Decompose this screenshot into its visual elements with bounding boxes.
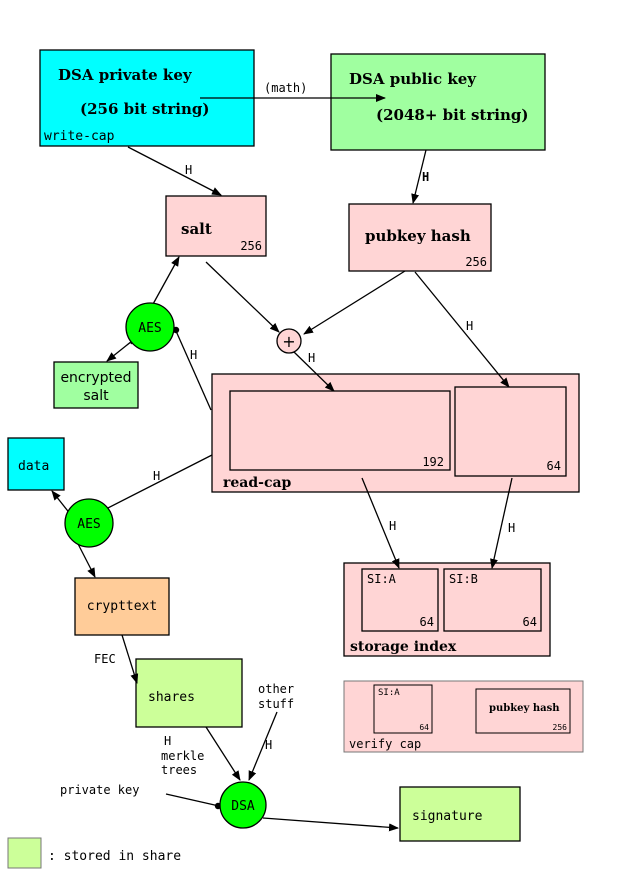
plus-node: +: [276, 328, 302, 354]
edge-private-to-salt: [127, 146, 222, 196]
h-label-plus: H: [308, 351, 315, 365]
verify-si-a-part: [373, 684, 433, 734]
edge-public-to-hash: [411, 149, 427, 204]
dsa-private-key-title: DSA private key: [58, 66, 193, 84]
edge-aes-to-encrypted-salt: [106, 340, 133, 362]
edge-hash-to-plus: [303, 270, 406, 335]
aes-top-node: AES: [125, 302, 175, 352]
aes-bottom-node: AES: [64, 498, 114, 548]
dsa-public-key-subtitle: (2048+ bit string): [376, 106, 528, 124]
h-label-public-hash: H: [422, 170, 429, 184]
edge-shares-to-dsa: [205, 726, 241, 781]
crypttext-label: crypttext: [87, 599, 157, 614]
private-key-label: private key: [60, 783, 139, 797]
edges: [51, 94, 513, 832]
read-cap-right-part: [454, 386, 567, 477]
encrypted-salt-line2: salt: [83, 388, 109, 404]
salt-bits: 256: [240, 239, 262, 253]
dsa-label: DSA: [231, 799, 255, 814]
read-cap-left-part: [229, 390, 451, 471]
aes-bottom-label: AES: [77, 517, 100, 532]
h-label-hash-readcap: H: [466, 319, 473, 333]
trees-label: trees: [161, 763, 197, 777]
verify-si-a-label: SI:A: [378, 688, 400, 698]
dsa-private-key-subtitle: (256 bit string): [80, 100, 209, 118]
dsa-public-key-title: DSA public key: [349, 70, 477, 88]
encrypted-salt-line1: encrypted: [60, 370, 131, 386]
verify-cap-label: verify cap: [349, 737, 421, 751]
signature-label: signature: [412, 809, 483, 824]
si-a-label: SI:A: [367, 572, 397, 586]
h-label-aes-top: H: [190, 348, 197, 362]
edge-readcap-to-si-b: [490, 477, 513, 569]
verify-pubkey-label: pubkey hash: [489, 703, 560, 714]
si-b-label: SI:B: [449, 572, 478, 586]
edge-privkey-to-dsa: [165, 793, 220, 807]
edge-other-to-dsa: [248, 711, 278, 781]
encrypted-salt-box: encrypted salt: [53, 361, 139, 409]
shares-box: shares: [135, 658, 243, 728]
write-cap-label: write-cap: [44, 129, 115, 144]
edge-readcap-to-si-a: [361, 477, 400, 569]
plus-label: +: [282, 332, 295, 351]
legend-text: : stored in share: [48, 849, 181, 864]
dsa-node: DSA: [219, 781, 267, 829]
edge-dsa-to-signature: [262, 817, 399, 832]
read-cap-label: read-cap: [223, 475, 292, 491]
data-box: data: [7, 437, 65, 491]
data-label: data: [18, 459, 49, 474]
si-a-part: [361, 568, 439, 632]
other-label: other: [258, 682, 294, 696]
edge-hash-to-readcap-right: [414, 271, 510, 388]
pubkey-hash-box: pubkey hash 256: [348, 203, 492, 272]
edge-plus-to-readcap-left: [293, 351, 335, 392]
read-cap-left-bits: 192: [422, 455, 444, 469]
legend-swatch: [7, 837, 42, 869]
read-cap-right-bits: 64: [547, 459, 561, 473]
pubkey-hash-title: pubkey hash: [365, 227, 471, 245]
fec-label: FEC: [94, 652, 116, 666]
stuff-label: stuff: [258, 697, 294, 711]
h-label-merkle: H: [164, 734, 171, 748]
pubkey-hash-bits: 256: [465, 255, 487, 269]
h-label-readcap-aes: H: [153, 469, 160, 483]
si-a-bits: 64: [420, 615, 434, 629]
storage-index-box: SI:A 64 SI:B 64 storage index: [343, 562, 551, 657]
verify-pubkey-part: [475, 688, 571, 734]
legend: : stored in share: [7, 837, 181, 869]
h-label-other: H: [265, 738, 272, 752]
h-label-private-salt: H: [185, 163, 192, 177]
math-label: (math): [264, 81, 307, 95]
h-label-readcap-si-b: H: [508, 521, 515, 535]
crypttext-box: crypttext: [74, 577, 170, 636]
dsa-public-key-box: DSA public key (2048+ bit string): [330, 53, 546, 151]
edge-readcap-to-aes-bottom: [101, 454, 213, 512]
storage-index-label: storage index: [350, 639, 457, 655]
aes-top-label: AES: [138, 321, 161, 336]
edge-labels: (math) H H H H H H H H FEC H merkle tree…: [60, 81, 515, 797]
verify-pubkey-bits: 256: [553, 723, 568, 732]
edge-crypttext-to-shares: [121, 634, 139, 684]
salt-title: salt: [181, 220, 212, 238]
si-b-part: [443, 568, 542, 632]
si-b-bits: 64: [523, 615, 537, 629]
edge-salt-to-plus: [205, 261, 280, 333]
merkle-label: merkle: [161, 749, 204, 763]
h-label-readcap-si-a: H: [389, 519, 396, 533]
read-cap-box: 192 64 read-cap: [211, 373, 580, 493]
verify-cap-box: SI:A 64 pubkey hash 256 verify cap: [343, 680, 584, 753]
signature-box: signature: [399, 786, 521, 842]
salt-box: salt 256: [165, 195, 267, 257]
verify-si-a-bits: 64: [419, 723, 429, 732]
edge-readcap-to-aes-top: [175, 330, 212, 411]
shares-label: shares: [148, 690, 195, 705]
